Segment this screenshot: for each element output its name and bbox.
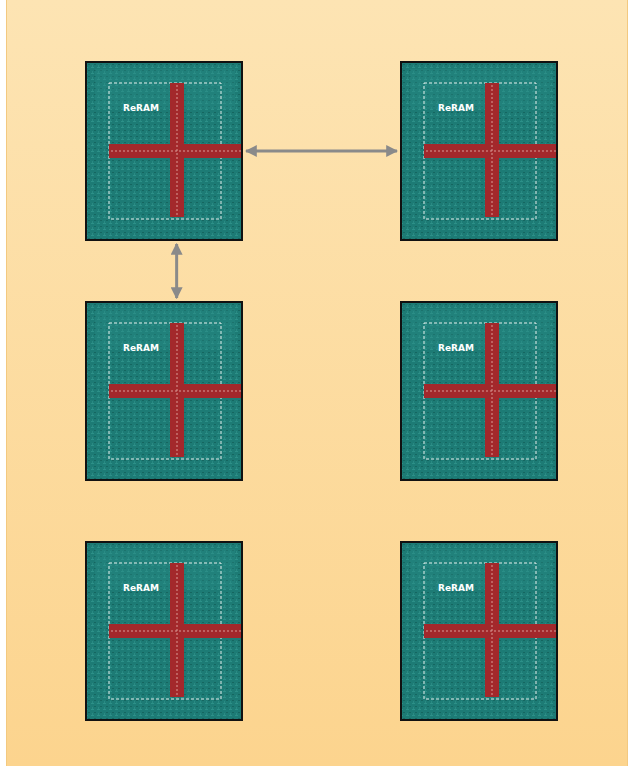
chip-label: ReRAM [123, 583, 159, 593]
chip-label: ReRAM [123, 343, 159, 353]
chip-label: ReRAM [438, 103, 474, 113]
reram-chip: ReRAM [400, 541, 558, 721]
chip-label: ReRAM [438, 343, 474, 353]
reram-chip: ReRAM [85, 61, 243, 241]
link-arrow [175, 244, 178, 298]
reram-chip: ReRAM [85, 541, 243, 721]
chip-label: ReRAM [123, 103, 159, 113]
link-arrow [246, 150, 397, 153]
chip-label: ReRAM [438, 583, 474, 593]
reram-chip: ReRAM [400, 301, 558, 481]
reram-chip: ReRAM [400, 61, 558, 241]
reram-chip: ReRAM [85, 301, 243, 481]
